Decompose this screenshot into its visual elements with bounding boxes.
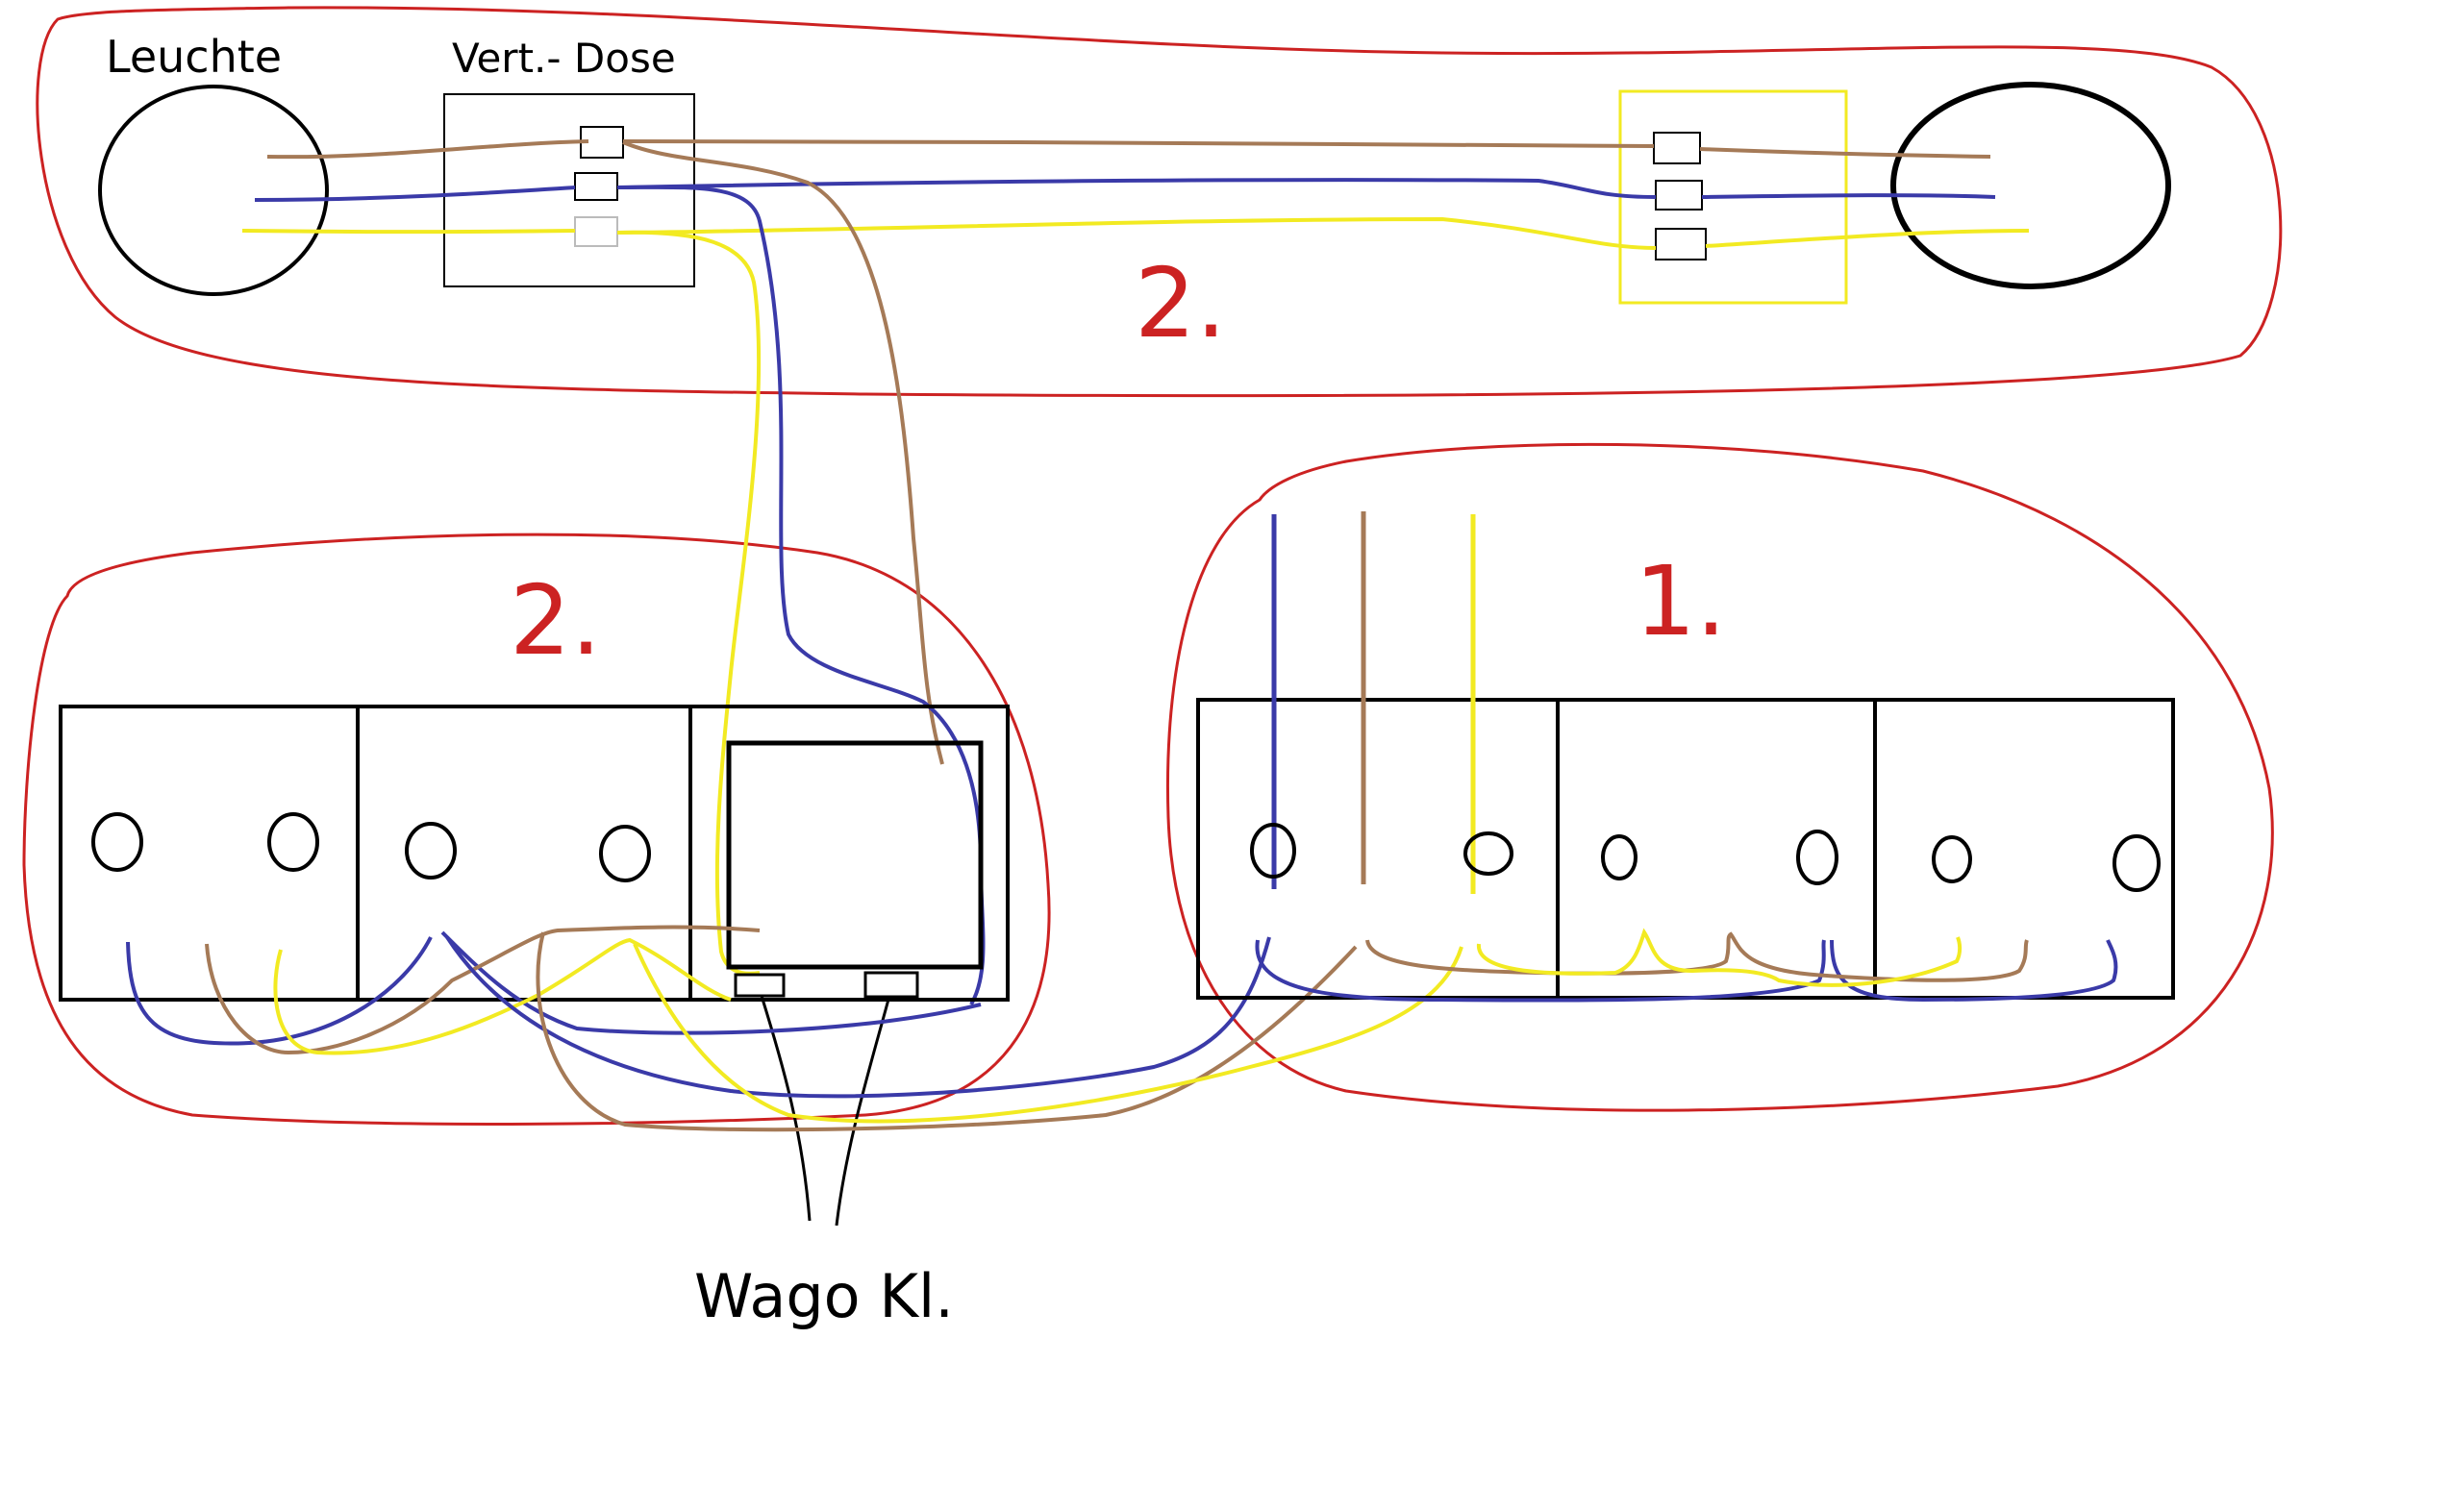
- wago-leader-right: [835, 995, 891, 1227]
- terminal-brown-right: [1653, 132, 1701, 164]
- group-outline-top: [36, 6, 2283, 398]
- group-outline-left: [22, 533, 1051, 1126]
- terminal-blue-right: [1655, 180, 1703, 211]
- socket-hole: [91, 812, 143, 872]
- terminal-yellow-left: [574, 216, 618, 247]
- lamp-left: [98, 85, 329, 296]
- vert-dose-label: Vert.- Dose: [452, 35, 676, 82]
- lamp-right: [1890, 82, 2171, 289]
- wire-blue-strip-left: [126, 930, 982, 1046]
- socket-hole: [267, 812, 319, 872]
- socket-hole: [1796, 830, 1838, 885]
- wago-terminal-right: [863, 971, 919, 999]
- wire-brown-strip-left: [205, 925, 761, 1055]
- wire-brown-top: [266, 139, 1991, 160]
- group-number-top: 2.: [1135, 247, 1226, 359]
- wire-yellow-strip-right: [1476, 928, 1962, 987]
- terminal-yellow-right: [1655, 228, 1707, 260]
- wire-brown-cross: [536, 931, 1358, 1132]
- socket-hole: [599, 825, 651, 882]
- socket-hole: [1250, 823, 1296, 879]
- wire-brown-strip-right: [1365, 931, 2029, 982]
- wire-yellow-drop: [616, 230, 762, 976]
- wire-blue-top: [254, 178, 1996, 202]
- wago-leader-left: [760, 995, 812, 1222]
- socket-hole: [1601, 834, 1638, 880]
- switch-module: [726, 740, 984, 970]
- wire-brown-drop: [622, 140, 944, 765]
- wago-terminal-left: [734, 973, 786, 998]
- wire-yellow-strip-left: [273, 937, 732, 1055]
- socket-hole: [1932, 835, 1972, 883]
- wago-label: Wago Kl.: [694, 1261, 954, 1331]
- wire-yellow-top: [241, 216, 2030, 250]
- terminal-blue-left: [574, 172, 618, 201]
- group-number-left: 2.: [510, 564, 601, 677]
- leuchte-label: Leuchte: [106, 31, 282, 83]
- socket-strip-left: [59, 705, 1010, 1002]
- wire-yellow-cross: [633, 943, 1463, 1124]
- socket-hole: [405, 822, 457, 880]
- group-outline-right: [1166, 442, 2274, 1112]
- wire-blue-cross: [445, 935, 1271, 1099]
- group-number-right: 1.: [1635, 545, 1726, 657]
- socket-hole: [2112, 834, 2161, 892]
- wire-blue-drop: [616, 185, 986, 1005]
- junction-box-left: [443, 93, 695, 287]
- socket-hole: [1463, 831, 1513, 876]
